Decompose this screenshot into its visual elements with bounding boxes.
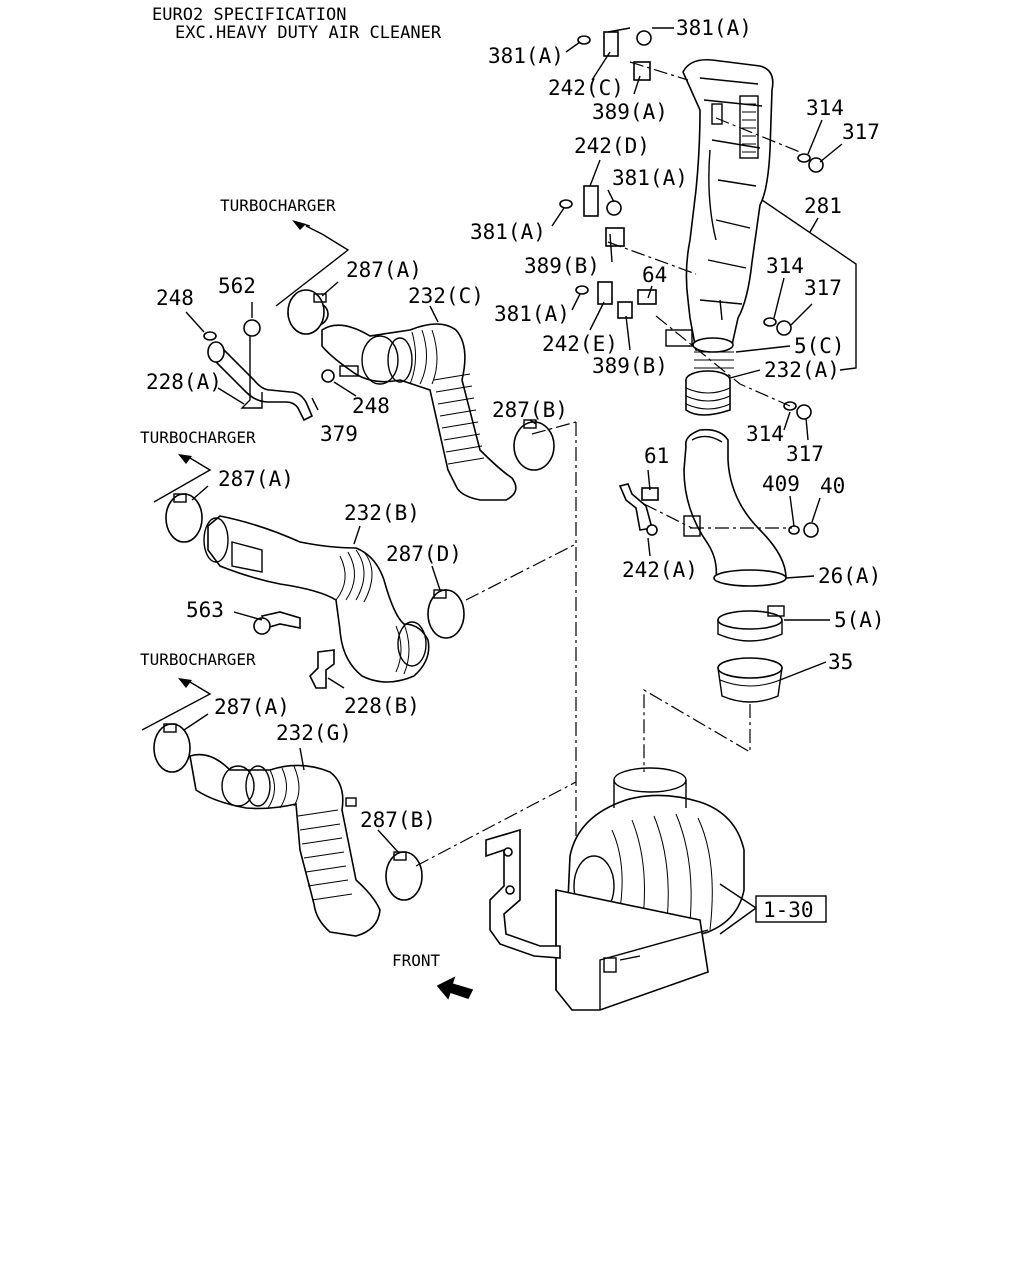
hose-232g	[153, 723, 423, 937]
label-242a: 242(A)	[622, 558, 698, 582]
hose-232b	[165, 493, 465, 683]
label-381a-4: 381(A)	[470, 220, 546, 244]
header-line2: EXC.HEAVY DUTY AIR CLEANER	[175, 23, 442, 43]
ref-box-label: 1-30	[763, 898, 814, 922]
label-379: 379	[320, 422, 358, 446]
turbo-bracket-2	[153, 454, 212, 503]
turbo-bracket-3	[141, 678, 212, 731]
brackets-563-228b	[253, 611, 335, 689]
alignment-lines	[415, 61, 801, 867]
label-232b: 232(B)	[344, 501, 420, 525]
label-381a-2: 381(A)	[676, 16, 752, 40]
ref-box	[755, 895, 827, 923]
label-281: 281	[804, 194, 842, 218]
hardware-upper-right	[559, 30, 824, 538]
clamp-5a	[717, 605, 785, 642]
label-287a-3: 287(A)	[214, 695, 290, 719]
label-26a: 26(A)	[818, 564, 881, 588]
label-228b: 228(B)	[344, 694, 420, 718]
pipe-379	[203, 319, 335, 422]
part-labels: 381(A) 381(A) 242(C) 389(A) 314 317 242(…	[146, 16, 885, 832]
label-287a-1: 287(A)	[346, 258, 422, 282]
label-61: 61	[644, 444, 669, 468]
label-248-1: 248	[156, 286, 194, 310]
turbo-label-2: TURBOCHARGER	[140, 428, 256, 447]
ring-35	[717, 657, 783, 703]
label-228a: 228(A)	[146, 370, 222, 394]
air-cleaner	[485, 767, 745, 1011]
label-5c: 5(C)	[794, 334, 845, 358]
turbo-label-3: TURBOCHARGER	[140, 650, 256, 669]
label-314-3: 314	[746, 422, 784, 446]
label-232c: 232(C)	[408, 284, 484, 308]
label-5a: 5(A)	[834, 608, 885, 632]
pipe-26a	[683, 428, 787, 587]
label-242c: 242(C)	[548, 76, 624, 100]
label-562: 562	[218, 274, 256, 298]
air-intake-snorkel	[665, 58, 774, 369]
label-242e: 242(E)	[542, 332, 618, 356]
label-64: 64	[642, 263, 667, 287]
turbo-bracket-1	[275, 220, 350, 307]
label-389b-2: 389(B)	[592, 354, 668, 378]
label-409: 409	[762, 472, 800, 496]
leader-lines	[183, 27, 857, 853]
label-381a-1: 381(A)	[488, 44, 564, 68]
label-314-2: 314	[766, 254, 804, 278]
label-287d: 287(D)	[386, 542, 462, 566]
hose-232c	[287, 299, 517, 501]
clamps-upper-left	[287, 289, 555, 471]
label-317-2: 317	[804, 276, 842, 300]
label-248-2: 248	[352, 394, 390, 418]
label-232a: 232(A)	[764, 358, 840, 382]
label-317-1: 317	[842, 120, 880, 144]
header-line1: EURO2 SPECIFICATION	[152, 5, 346, 25]
label-287a-2: 287(A)	[218, 467, 294, 491]
label-381a-3: 381(A)	[612, 166, 688, 190]
front-arrow	[436, 976, 474, 1000]
label-389a: 389(A)	[592, 100, 668, 124]
hose-232a	[685, 370, 731, 416]
label-563: 563	[186, 598, 224, 622]
turbo-label-1: TURBOCHARGER	[220, 196, 336, 215]
label-242d: 242(D)	[574, 134, 650, 158]
label-317-3: 317	[786, 442, 824, 466]
label-287b-1: 287(B)	[492, 398, 568, 422]
label-40: 40	[820, 474, 845, 498]
label-381a-5: 381(A)	[494, 302, 570, 326]
label-314-1: 314	[806, 96, 844, 120]
front-label: FRONT	[392, 951, 441, 970]
label-287b-2: 287(B)	[360, 808, 436, 832]
label-232g: 232(G)	[276, 721, 352, 745]
label-35: 35	[828, 650, 853, 674]
label-389b-1: 389(B)	[524, 254, 600, 278]
